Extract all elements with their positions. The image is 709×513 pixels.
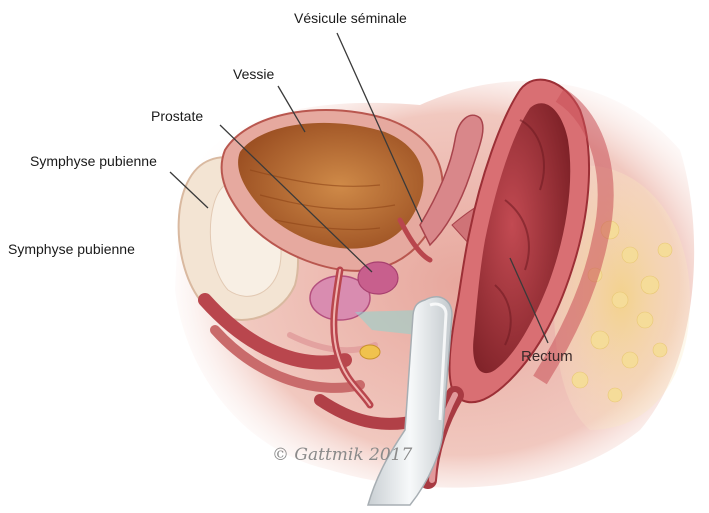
label-vesicule-seminale: Vésicule séminale	[294, 10, 407, 26]
bulbourethral-gland	[360, 345, 380, 359]
label-symphyse-pubienne-1: Symphyse pubienne	[30, 153, 157, 169]
label-vessie: Vessie	[233, 66, 274, 82]
artist-signature: © Gattmik 2017	[272, 445, 412, 465]
label-rectum: Rectum	[521, 349, 573, 365]
label-prostate: Prostate	[151, 108, 203, 124]
label-symphyse-pubienne-2: Symphyse pubienne	[8, 241, 135, 257]
